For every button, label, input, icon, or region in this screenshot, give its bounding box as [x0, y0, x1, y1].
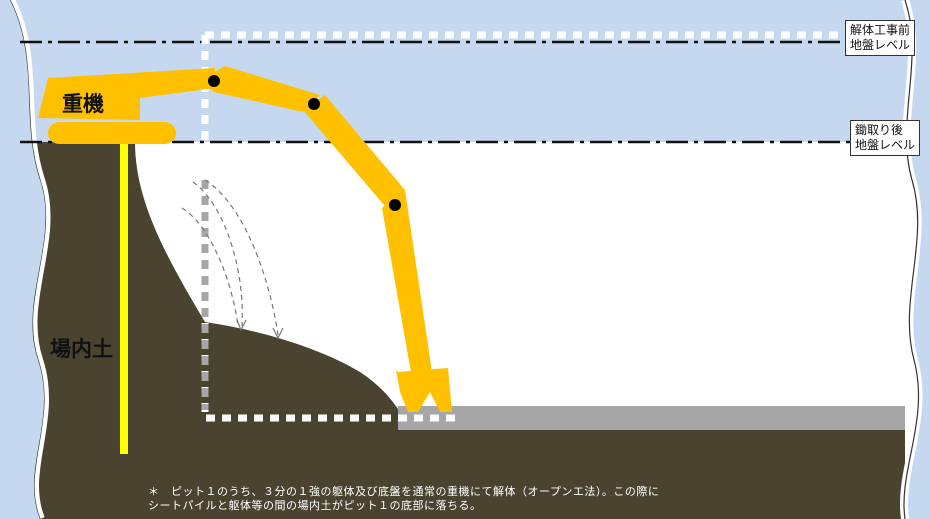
note-line1: ＊ ピット１のうち、３分の１強の躯体及び底盤を通常の重機にて解体（オープンエ法）… — [148, 485, 660, 498]
soil-fall-arrows — [181, 179, 279, 336]
soil-fall-arrow — [192, 181, 243, 327]
level-before-line2: 地盤レベル — [850, 38, 911, 52]
excavator-arm — [303, 95, 405, 212]
excavator-breaker — [396, 368, 452, 412]
level-before-label: 解体工事前 地盤レベル — [845, 20, 916, 56]
excavator-track — [48, 122, 176, 144]
soil-fall-arrowheads — [236, 319, 284, 340]
soil-label: 場内土 — [50, 337, 113, 361]
excavator-body — [38, 68, 215, 120]
sheet-pile — [120, 142, 128, 454]
arrowhead — [236, 319, 247, 332]
joint-dot — [208, 75, 220, 87]
structure-outline — [201, 35, 460, 422]
bottom-slab — [398, 406, 905, 430]
excavator-boom — [200, 66, 320, 112]
level-after-label: 鋤取り後 地盤レベル — [850, 120, 921, 156]
level-before-line1: 解体工事前 — [850, 23, 911, 37]
right-cut-line — [903, 0, 920, 519]
note-line2: シートパイルと躯体等の間の場内土がピット１の底部に落ちる。 — [148, 499, 482, 512]
left-edge-fill — [0, 0, 46, 519]
excavator-stick — [382, 190, 432, 378]
sky-area — [0, 0, 930, 142]
level-after-line2: 地盤レベル — [855, 138, 916, 152]
note: ＊ ピット１のうち、３分の１強の躯体及び底盤を通常の重機にて解体（オープンエ法）… — [148, 485, 659, 513]
arrowhead — [272, 327, 284, 340]
excavator — [38, 66, 452, 412]
joint-dot — [308, 98, 320, 110]
soil-fall-arrow — [204, 179, 279, 336]
soil-mass — [30, 142, 905, 519]
joint-dot — [389, 199, 401, 211]
machine-label: 重機 — [62, 92, 104, 116]
level-after-line1: 鋤取り後 — [855, 123, 904, 137]
soil-fall-arrow — [181, 207, 239, 327]
excavator-joints — [208, 75, 401, 211]
